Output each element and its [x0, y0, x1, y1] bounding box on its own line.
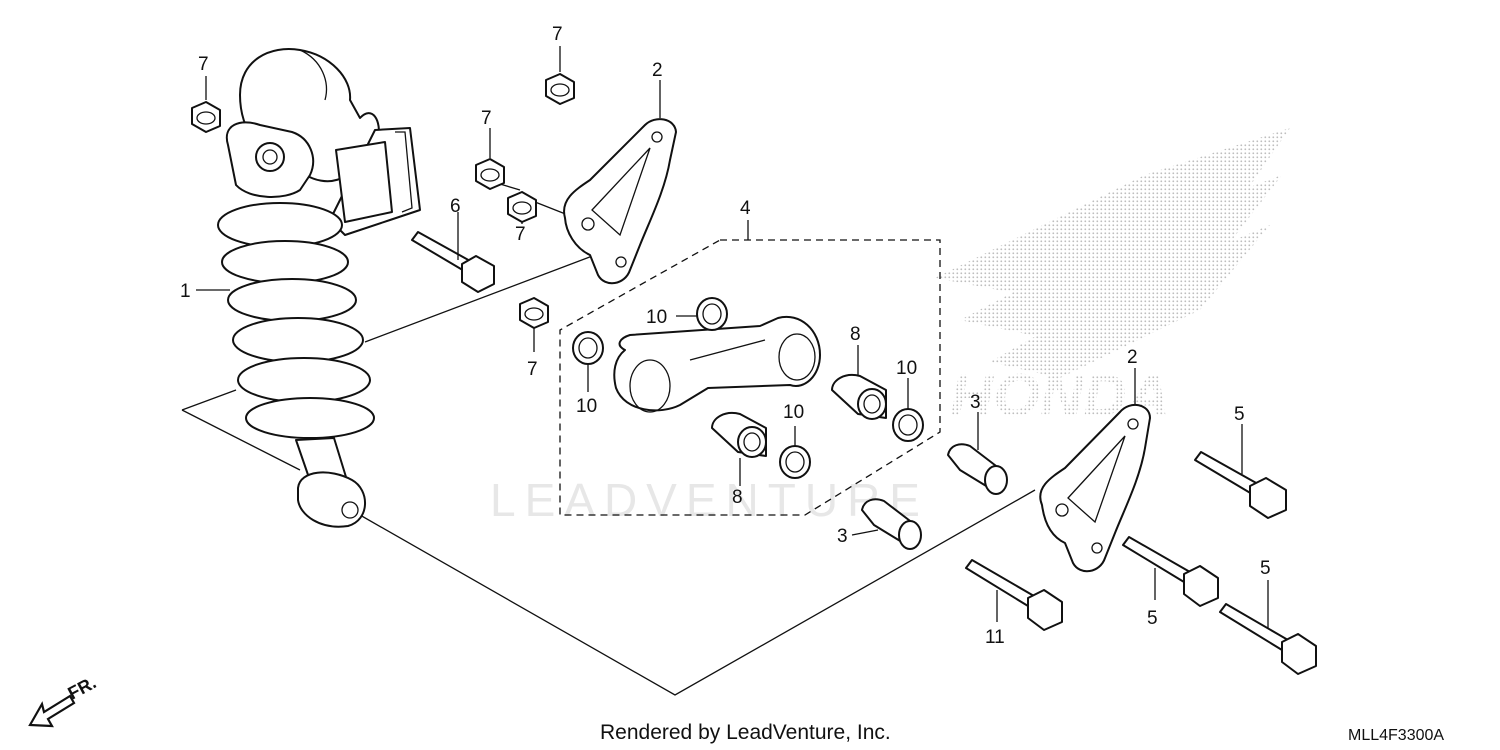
- callout-10c: 10: [783, 402, 804, 423]
- flange-nut-icon: [507, 191, 537, 223]
- callout-7a: 7: [198, 54, 209, 75]
- rendered-by-footer: Rendered by LeadVenture, Inc.: [600, 721, 891, 744]
- front-direction-arrow-icon: FR.: [28, 672, 99, 728]
- callout-5c: 5: [1260, 558, 1271, 579]
- needle-bearing-icon: [831, 374, 887, 420]
- seal-ring-icon: [572, 331, 604, 365]
- mounting-bracket-right: [1039, 403, 1151, 573]
- callout-4: 4: [740, 198, 751, 219]
- seal-ring-icon: [779, 445, 811, 479]
- callout-8a: 8: [732, 487, 743, 508]
- callout-7e: 7: [527, 359, 538, 380]
- collar-icon: [861, 498, 922, 550]
- flange-nut-icon: [545, 73, 575, 105]
- bolt-icon: [1122, 536, 1219, 607]
- assembly-lines: [181, 177, 1036, 696]
- needle-bearing-icon: [711, 412, 767, 458]
- callout-10a: 10: [646, 307, 667, 328]
- callout-2b: 2: [1127, 347, 1138, 368]
- collar-icon: [947, 443, 1008, 495]
- flange-nut-icon: [475, 158, 505, 190]
- callout-5b: 5: [1147, 608, 1158, 629]
- callout-5a: 5: [1234, 404, 1245, 425]
- callout-7c: 7: [481, 108, 492, 129]
- callout-7d: 7: [515, 224, 526, 245]
- diagram-code: MLL4F3300A: [1348, 727, 1444, 744]
- callout-2a: 2: [652, 60, 663, 81]
- callout-11: 11: [985, 627, 1005, 648]
- mounting-bracket-left: [563, 118, 677, 285]
- honda-wing-logo: HONDA: [935, 128, 1290, 429]
- callout-10d: 10: [896, 358, 917, 379]
- bolt-icon: [1219, 603, 1317, 675]
- link-group-outline: [559, 239, 941, 516]
- flange-nut-icon: [519, 297, 549, 329]
- suspension-link: [613, 315, 821, 413]
- callout-3a: 3: [970, 392, 981, 413]
- bolt-icon: [965, 559, 1063, 631]
- callout-6: 6: [450, 196, 461, 217]
- seal-ring-icon: [892, 408, 924, 442]
- leadventure-watermark: LEADVENTURE: [490, 474, 929, 526]
- callout-10b: 10: [576, 396, 597, 417]
- bolt-icon: [411, 231, 495, 293]
- seal-ring-icon: [696, 297, 728, 331]
- bolt-icon: [1194, 451, 1287, 519]
- callout-7b: 7: [552, 24, 563, 45]
- rear-shock-absorber: [217, 48, 421, 528]
- callout-8b: 8: [850, 324, 861, 345]
- flange-nut-icon: [191, 101, 221, 133]
- callout-3b: 3: [837, 526, 848, 547]
- callout-1: 1: [180, 281, 191, 302]
